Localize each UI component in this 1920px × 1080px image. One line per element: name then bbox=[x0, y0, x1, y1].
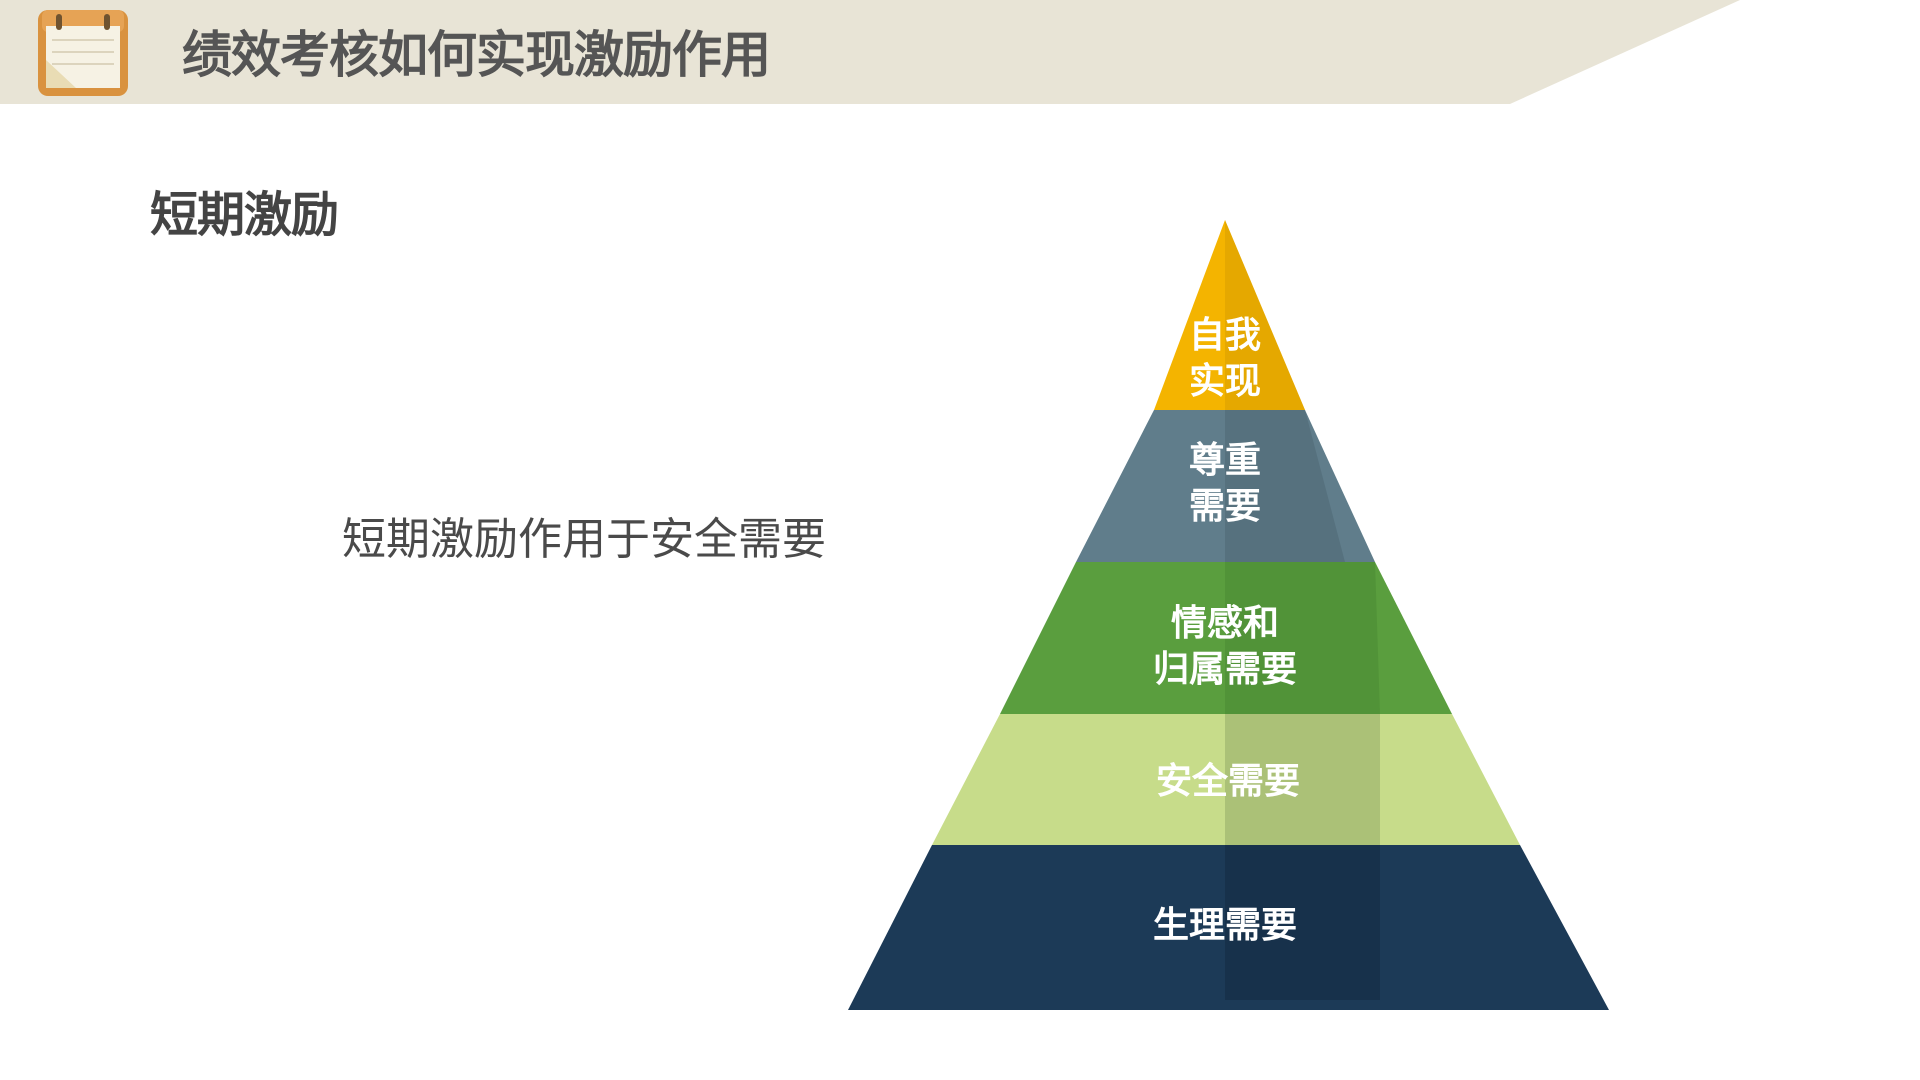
header-band bbox=[0, 0, 1740, 104]
pyramid-tier-esteem-shade bbox=[1225, 410, 1345, 562]
tier-label-safety: 安全需要 bbox=[1156, 760, 1300, 802]
tier-label-self-actualization-line-2: 实现 bbox=[1189, 361, 1261, 402]
tier-label-self-actualization-line-1: 自我 bbox=[1189, 315, 1261, 356]
section-title: 短期激励 bbox=[150, 187, 339, 243]
page-title: 绩效考核如何实现激励作用 bbox=[182, 26, 771, 84]
pyramid-tier-physiological-shade bbox=[1225, 845, 1380, 1000]
tier-label-physiological: 生理需要 bbox=[1153, 905, 1297, 946]
pyramid-tier-safety-shade bbox=[1225, 714, 1380, 845]
tier-label-belonging-line-1: 情感和 bbox=[1171, 603, 1279, 644]
tier-label-esteem-line-2: 需要 bbox=[1189, 486, 1261, 527]
pyramid-tier-belonging-shade bbox=[1225, 562, 1380, 714]
pyramid-tier-self-actualization-shade bbox=[1225, 220, 1305, 410]
tier-label-esteem-line-1: 尊重 bbox=[1189, 440, 1261, 481]
tier-label-belonging-line-2: 归属需要 bbox=[1153, 649, 1297, 690]
body-text: 短期激励作用于安全需要 bbox=[342, 514, 826, 565]
notebook-icon bbox=[38, 10, 128, 96]
